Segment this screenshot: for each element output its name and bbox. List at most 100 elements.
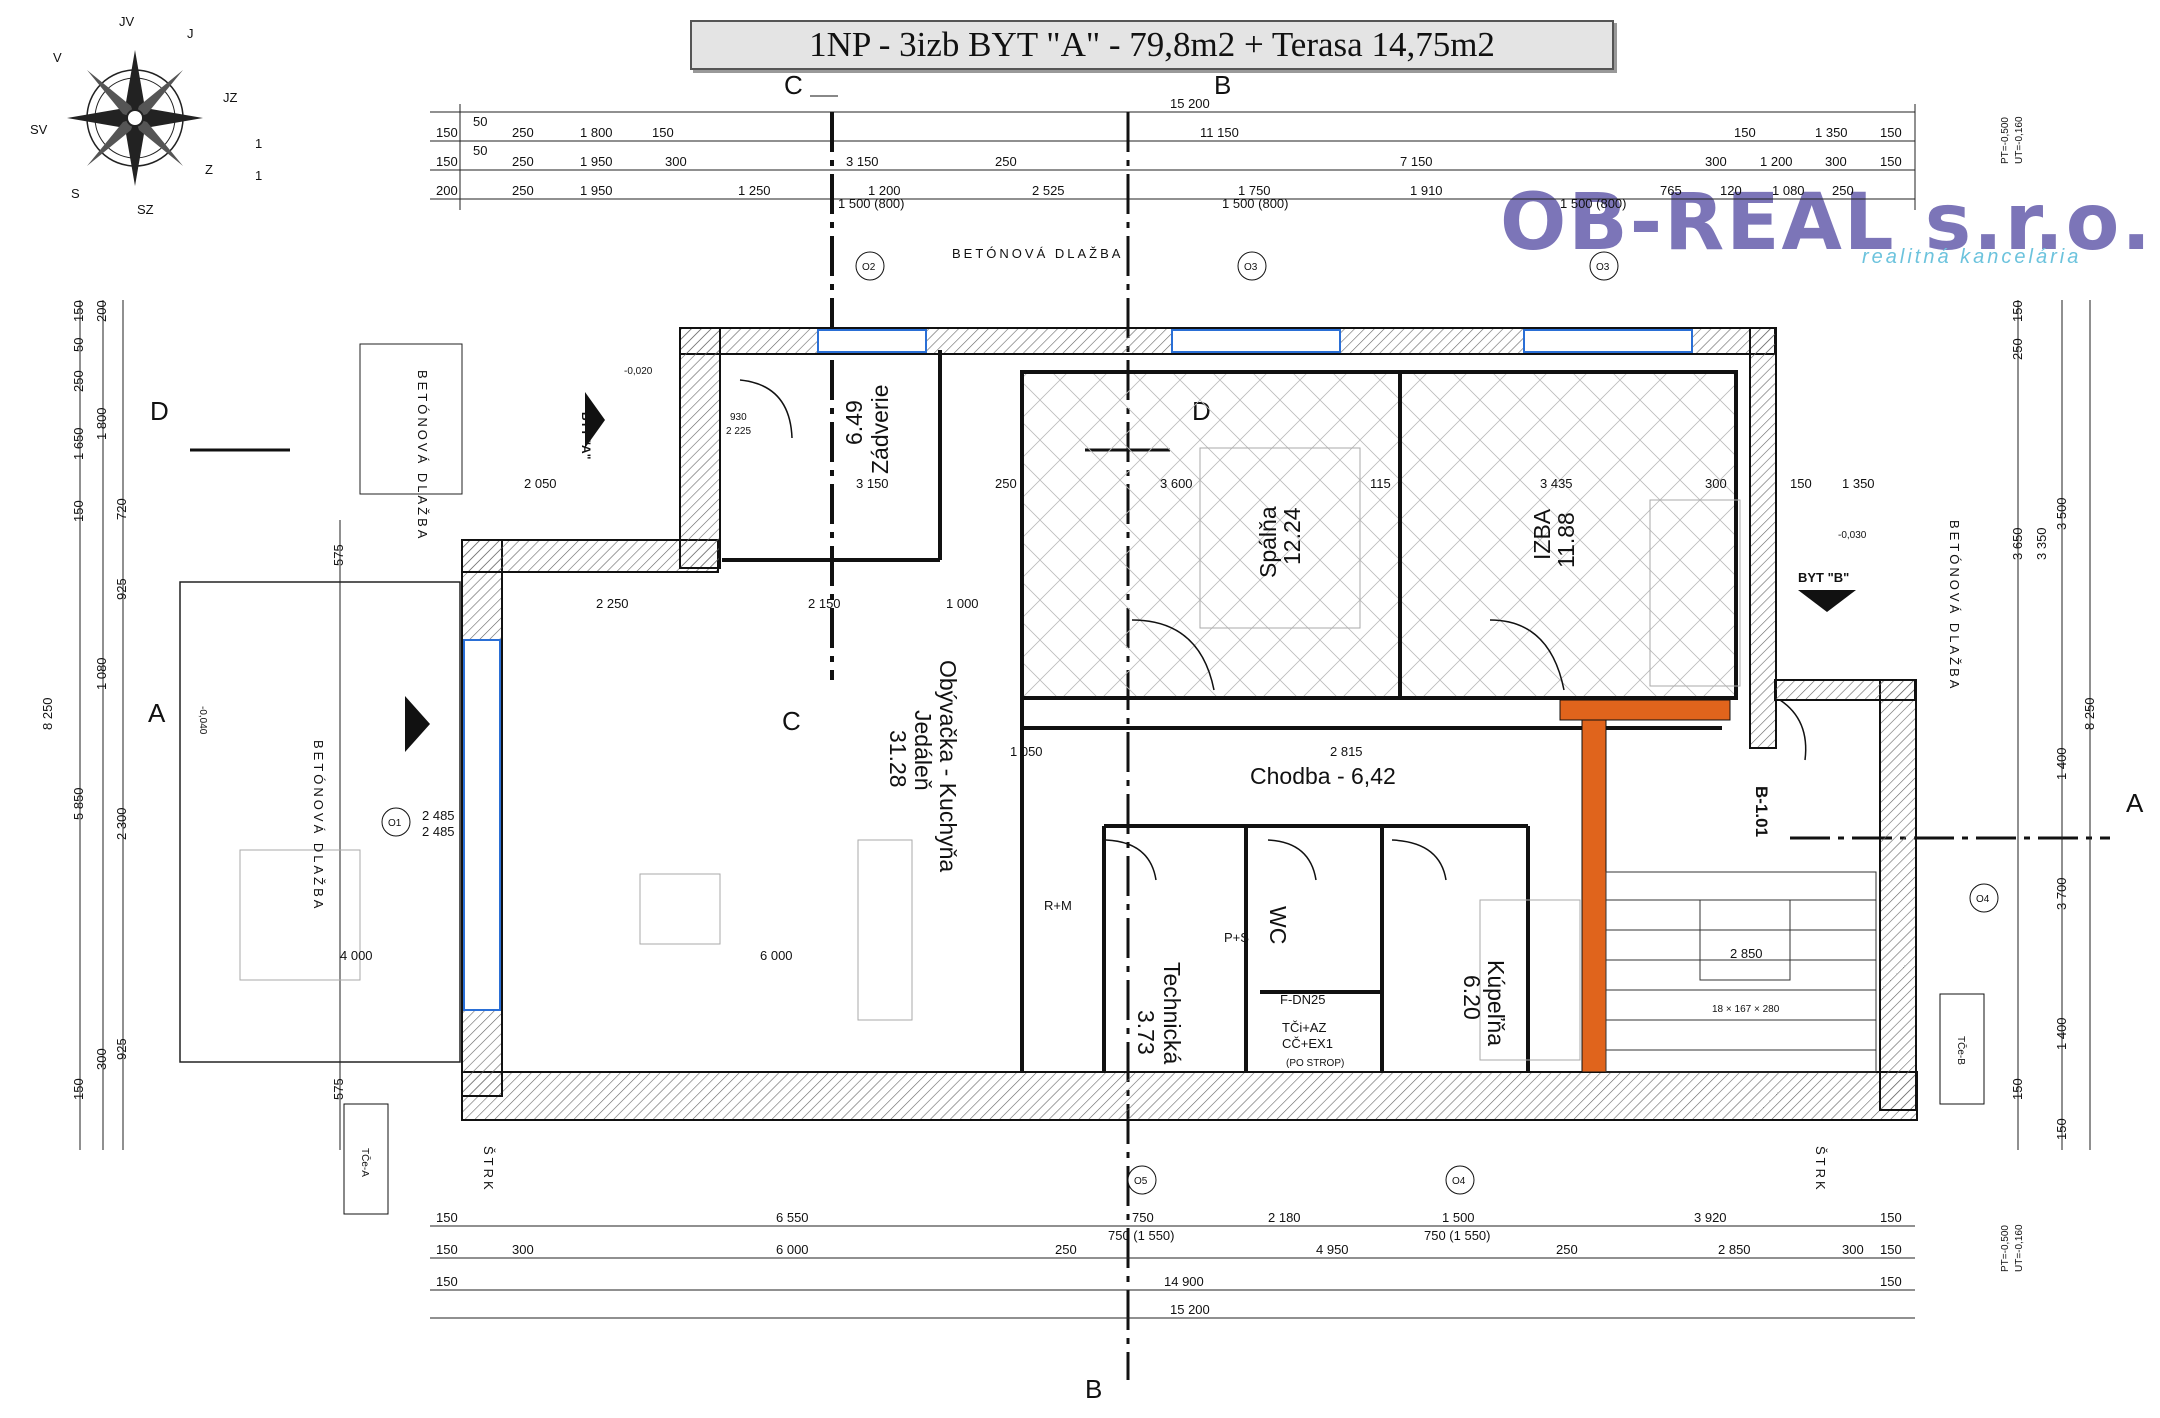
dim-label: 3 350 [2034,527,2049,560]
dim-label: 2 850 [1730,946,1763,961]
top-windows [817,329,1693,353]
dim-label: 3 920 [1694,1210,1727,1225]
dim-label: 1 750 [1238,183,1271,198]
opening-o2: O1 [388,818,402,829]
paving-label: BETÓNOVÁ DLAŽBA [1947,520,1962,691]
dim-label: 300 [1705,154,1727,169]
dim-label: 575 [331,544,346,566]
room-area: 11.88 [1553,512,1579,568]
dim-label: 250 [512,125,534,140]
dim-label: 2 050 [524,476,557,491]
dim-label: 300 [1705,476,1727,491]
room-name: Obývačka - Kuchyňa [935,660,961,872]
staircase [1605,871,1877,1073]
room-area: 6.49 [841,400,867,445]
dim-label: 3 150 [856,476,889,491]
opening-o5: O5 [1134,1176,1148,1187]
section-label-a: A [148,698,166,728]
dim-label: 3 150 [846,154,879,169]
dim-label: 150 [2010,300,2025,322]
company-logo-subtitle: realitná kancelária [1862,246,2082,268]
dim-label: 150 [1880,1242,1902,1257]
right-dimension-lines [2017,300,2091,1150]
opening-o3: O3 [1596,262,1610,273]
dim-label: 1 350 [1842,476,1875,491]
dim-label: 150 [652,125,674,140]
dim-label: 1 800 [94,407,109,440]
dim-label: 2 150 [808,596,841,611]
interior-walls [722,350,1738,1072]
dim-label: 1 050 [1010,744,1043,759]
dim-label: 750 (1 550) [1108,1228,1175,1243]
left-windows [463,639,501,1011]
section-label-d: D [150,396,169,426]
furniture [239,447,1741,1061]
room-area: 3.73 [1133,1010,1159,1055]
room-obyvacka: Obývačka - Kuchyňa Jedáleň 31.28 [885,660,961,872]
bottom-dim-labels: 150 6 550 750 2 180 1 500 3 920 150 750 … [436,1210,1902,1317]
room-izba: IZBA 11.88 [1529,508,1579,568]
dim-label: 1 200 [1760,154,1793,169]
room-area: 6.20 [1459,975,1485,1020]
dim-label: 2 225 [726,426,751,437]
paving-label: BETÓNOVÁ DLAŽBA [952,246,1123,261]
room-name: Zádverie [867,385,893,474]
opening-tags [381,251,1999,1195]
top-dimension-lines [430,104,1916,210]
room-kupelna: Kúpeľňa 6.20 [1459,960,1509,1046]
door-swings [739,379,1807,881]
dim-label: 575 [331,1078,346,1100]
dim-label: 150 [1880,154,1902,169]
dim-label: 1 080 [1772,183,1805,198]
dim-label: 150 [2010,1078,2025,1100]
terrace-entry-arrow [405,696,430,752]
dim-label: 250 [995,154,1017,169]
dim-label: 250 [2010,338,2025,360]
dim-label: 925 [114,1038,129,1060]
dim-label: 750 [1132,1210,1154,1225]
dim-label: 1 400 [2054,1017,2069,1050]
opening-o4: O4 [1976,894,1990,905]
dim-label: 1 800 [580,125,613,140]
dim-label: 2 485 [422,824,455,839]
dim-label: 3 600 [1160,476,1193,491]
drawing-title: 1NP - 3izb BYT "A" - 79,8m2 + Terasa 14,… [690,20,1614,70]
dim-label: 250 [71,370,86,392]
level-label: PT=-0,500 [2000,1225,2011,1272]
dim-label: 300 [512,1242,534,1257]
dim-label: 2 250 [596,596,629,611]
compass-label: SV [30,122,48,137]
utility-label: TČe-B [1955,1036,1968,1065]
left-dimension-lines [79,300,341,1150]
dim-label: 1 500 (800) [1222,196,1289,211]
top-dim-row2: 150 50 250 1 800 150 11 150 150 1 350 15… [436,114,1902,140]
dim-label: 4 950 [1316,1242,1349,1257]
compass-label: Z [205,162,213,177]
dim-label: 930 [730,412,747,423]
dim-label: 250 [995,476,1017,491]
dim-label: 1 950 [580,154,613,169]
dim-label: 8 250 [2082,697,2097,730]
dim-label: 1 950 [580,183,613,198]
entrance-paving [359,343,463,495]
dim-label: 250 [1556,1242,1578,1257]
dim-label: 250 [512,154,534,169]
level-label: -0,020 [624,366,653,377]
dim-label: 2 815 [1330,744,1363,759]
section-label-a: A [2126,788,2144,818]
compass-rose: JV J V JZ Z SV SZ S 1 1 [30,14,262,217]
dim-label: 720 [114,498,129,520]
level-label: UT=-0,160 [2014,116,2025,164]
dim-label: 2 485 [422,808,455,823]
dim-label: 8 250 [40,697,55,730]
dim-label: 150 [1790,476,1812,491]
utility-label: P+S [1224,930,1249,945]
top-dim-row4: 200 250 1 950 1 250 1 200 2 525 1 750 1 … [436,183,1854,211]
compass-note: 1 [255,136,262,151]
dim-label: 150 [1734,125,1756,140]
room-technicka: Technická 3.73 [1133,962,1185,1064]
dim-label: 150 [1880,1274,1902,1289]
compass-label: J [187,26,194,41]
dim-label: 300 [1825,154,1847,169]
utility-label: TČe-A [359,1148,372,1177]
